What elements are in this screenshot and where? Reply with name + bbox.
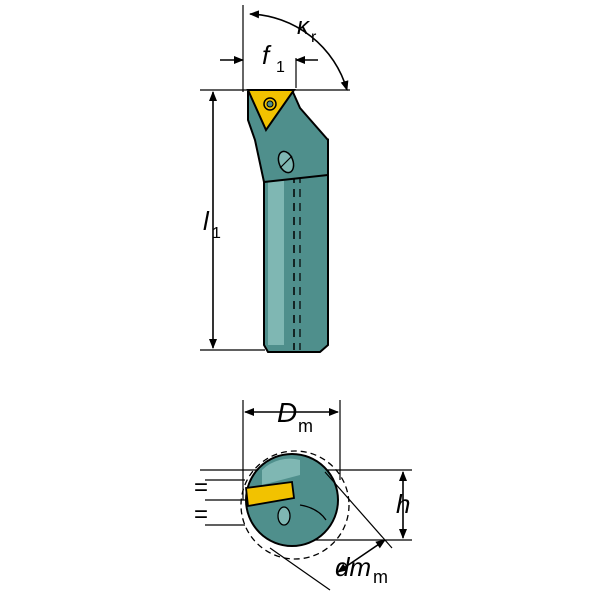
dm-diagonal-extension-2 [269,547,331,591]
clamp-screw-slot [279,155,293,169]
angle-label: κ [297,13,311,40]
length-label: l [203,206,210,236]
dm-diagonal-extension-1 [324,471,393,549]
end-view-screw [277,506,291,526]
angle-subscript: r [311,29,317,46]
end-view-insert [245,480,295,508]
cross-section-highlight [262,458,300,485]
equal-sign-bottom: = [194,501,208,528]
side-view: κ r f 1 l 1 [200,5,350,353]
end-view-clamp-curve [299,504,327,521]
height-label: h [396,489,410,519]
equal-sign-top: = [194,474,208,501]
offset-subscript: 1 [276,59,285,76]
end-view: D m h dm m = = [194,397,412,591]
diameter-label: D [277,397,297,428]
offset-label: f [262,40,272,70]
shank-highlight [268,180,284,345]
insert-hole-inner [266,100,274,108]
diameter-subscript: m [298,416,313,436]
angle-arc [249,10,349,91]
min-bore-label: dm [335,552,371,582]
length-subscript: 1 [212,225,221,242]
dm-diagonal-dimension-line [337,539,386,573]
min-bore-subscript: m [373,567,388,587]
min-bore-circle [240,450,350,560]
